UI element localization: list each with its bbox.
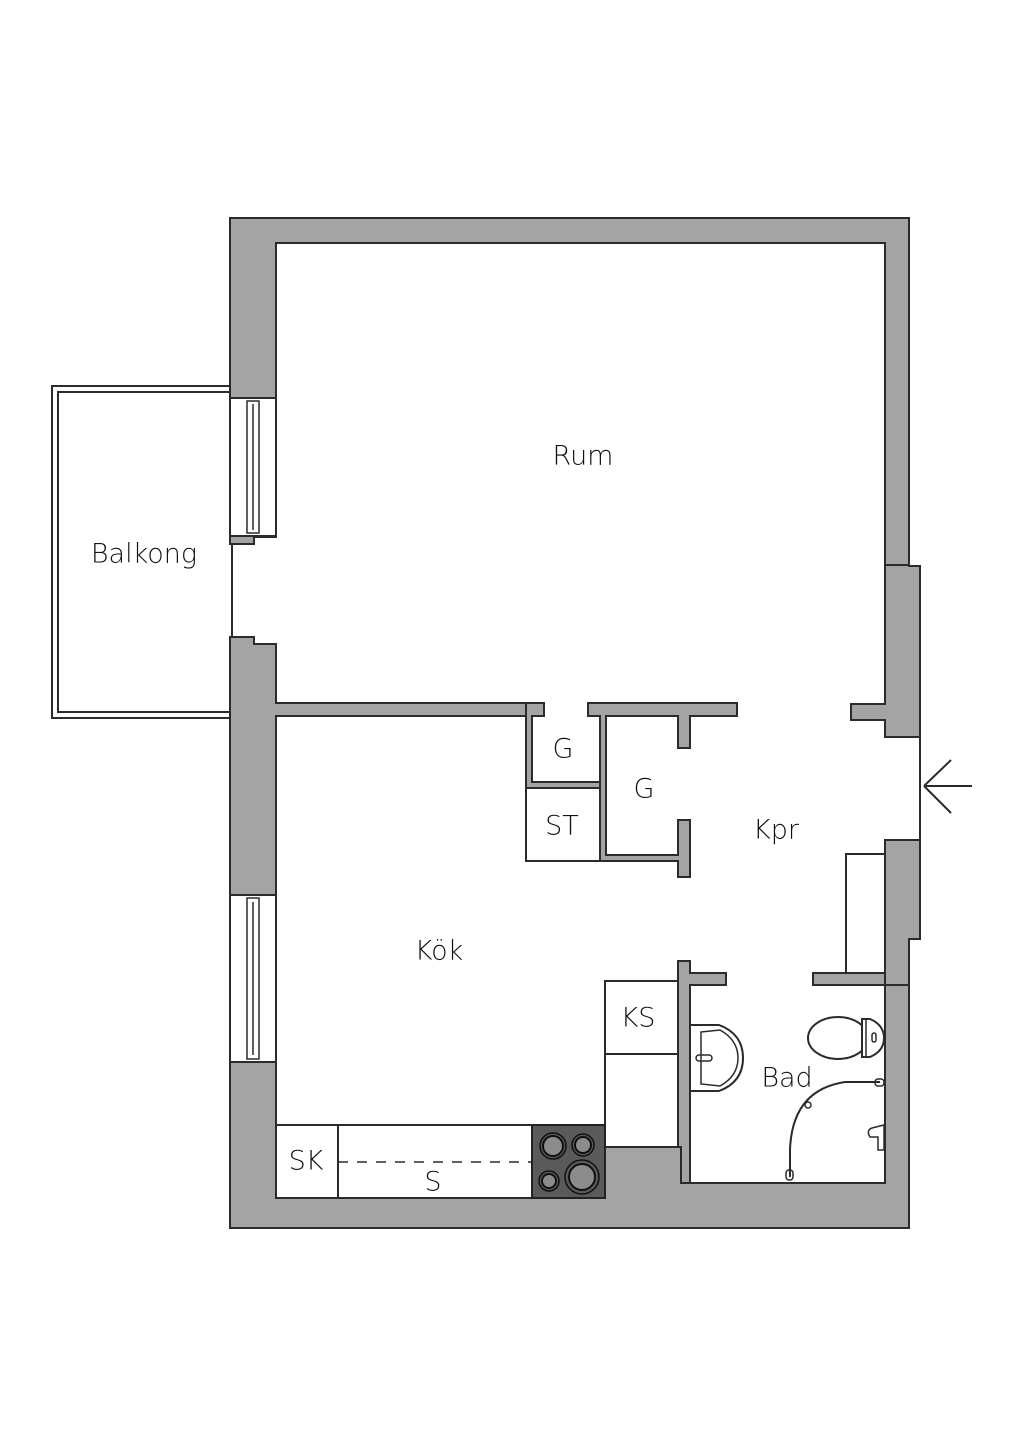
right-wall-lower [884,839,921,986]
bathroom-wall-top-right [812,972,886,986]
hall-cabinet [845,853,886,974]
balcony [51,385,233,719]
outer-wall-top-left [229,217,910,566]
room-label-kok: Kök [415,936,464,967]
cabinet-sk [275,1124,339,1199]
arrow-left-icon [923,759,972,814]
room-label-balkong: Balkong [91,539,197,570]
stove-icon [531,1124,606,1199]
room-label-stadskap: ST [545,811,579,842]
room-label-garderob-1: G [553,734,574,765]
shower-icon [785,1078,885,1181]
toilet-icon [807,1016,886,1060]
room-label-ks: KS [621,1003,656,1034]
room-label-rum: Rum [553,441,614,472]
left-wall-stub-upper [229,535,277,545]
window-kitchen [229,894,277,1063]
room-label-sk: SK [289,1146,324,1177]
room-label-s: S [424,1167,441,1198]
kitchen-tall-cabinet [604,1053,679,1148]
washbasin-icon [690,1024,745,1092]
window-balcony [229,397,277,537]
room-label-bad: Bad [761,1063,812,1094]
left-wall-middle [229,636,545,896]
room-label-kpr: Kpr [753,815,800,846]
cabinet-st [525,787,601,862]
bathroom-wall-left [677,960,727,1184]
closet-g2-walls [587,702,738,878]
right-wall-upper [850,564,921,738]
room-label-garderob-2: G [634,774,655,805]
